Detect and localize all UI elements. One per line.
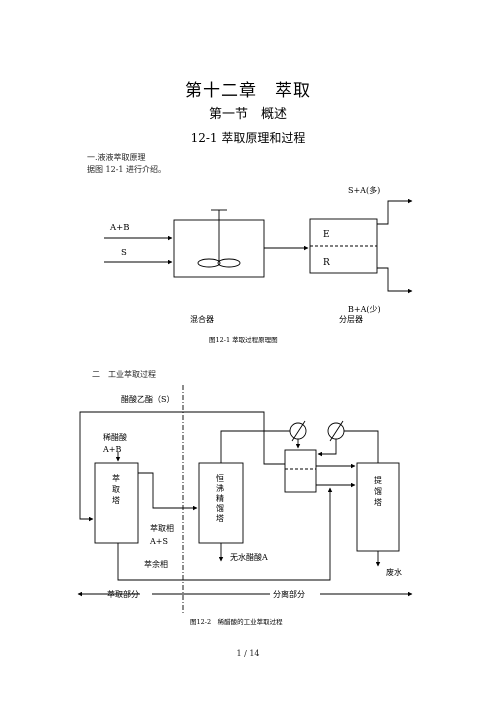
tower2-char-5: 塔 (216, 513, 224, 523)
tower2-char-4: 馏 (216, 503, 224, 513)
tower3-char-2: 馏 (374, 486, 382, 496)
tower2-vapor-line (220, 430, 290, 463)
tower1-char-1: 萃 (112, 473, 120, 483)
tower3-vapor-line (344, 430, 379, 463)
extraction-tower (94, 462, 139, 544)
tower2-char-2: 沸 (216, 483, 224, 493)
extract-phase-label: 萃取相 (150, 523, 174, 533)
paragraph-text: 据图 12-1 进行介绍。 (87, 165, 167, 174)
condenser-2-slash (329, 420, 344, 442)
section-title: 第一节 概述 (208, 107, 287, 122)
extract-phase-composition: A+S (149, 537, 168, 546)
raffinate-label: 萃余相 (144, 559, 168, 569)
figure-12-1 (104, 198, 413, 294)
right-part-label: 分离部分 (273, 589, 305, 599)
feed-label-2a: 稀醋酸 (103, 432, 127, 442)
tower2-char-3: 精 (216, 493, 224, 503)
product-label: 无水醋酸A (230, 552, 268, 562)
tower3-char-3: 塔 (374, 497, 382, 507)
solvent-label-2: 醋酸乙酯（S） (121, 394, 174, 404)
paragraph-heading-1: 一.液液萃取原理 (87, 153, 146, 162)
chapter-title: 第十二章 萃取 (185, 81, 311, 101)
extract-out-arrow (377, 198, 413, 225)
raffinate-out-arrow (377, 267, 413, 294)
phase-r-label: R (323, 258, 330, 268)
figure-1-caption: 图12-1 萃取过程原理图 (209, 335, 278, 344)
feed-label-2b: A+B (102, 445, 121, 454)
feed-label: A+B (109, 223, 130, 233)
page-number: 1 / 14 (236, 649, 260, 658)
solvent-recycle-line (79, 411, 285, 522)
left-part-label: 萃取部分 (107, 589, 139, 599)
extract-phase-line (138, 472, 198, 511)
raffinate-line (117, 487, 333, 581)
extract-out-label: S+A(多) (348, 185, 380, 195)
tower1-char-3: 塔 (112, 495, 120, 505)
paragraph-heading-2: 二 工业萃取过程 (92, 370, 156, 379)
condenser-1-slash (291, 420, 306, 442)
condenser2-to-decanter (317, 439, 337, 457)
tower2-char-1: 恒 (216, 473, 224, 483)
decanter (284, 449, 317, 493)
tower1-label: 萃 取 塔 (112, 473, 120, 505)
mixer-label: 混合器 (190, 314, 214, 324)
figure-2-caption: 图12-2 稀醋酸的工业萃取过程 (190, 617, 283, 626)
separator-label: 分层器 (339, 315, 363, 324)
solvent-label: S (121, 248, 127, 258)
waste-label: 废水 (386, 567, 402, 577)
figure-12-2 (77, 385, 413, 615)
subsection-title: 12-1 萃取原理和过程 (190, 131, 306, 145)
tower3-label: 提 馏 塔 (374, 475, 382, 507)
impeller-left (197, 258, 221, 268)
tower2-label: 恒 沸 精 馏 塔 (216, 473, 224, 523)
raffinate-out-label: B+A(少) (348, 305, 381, 314)
impeller-right (217, 258, 241, 268)
tower1-char-2: 取 (112, 485, 120, 494)
tower3-char-1: 提 (374, 475, 382, 485)
phase-e-label: E (323, 230, 330, 240)
